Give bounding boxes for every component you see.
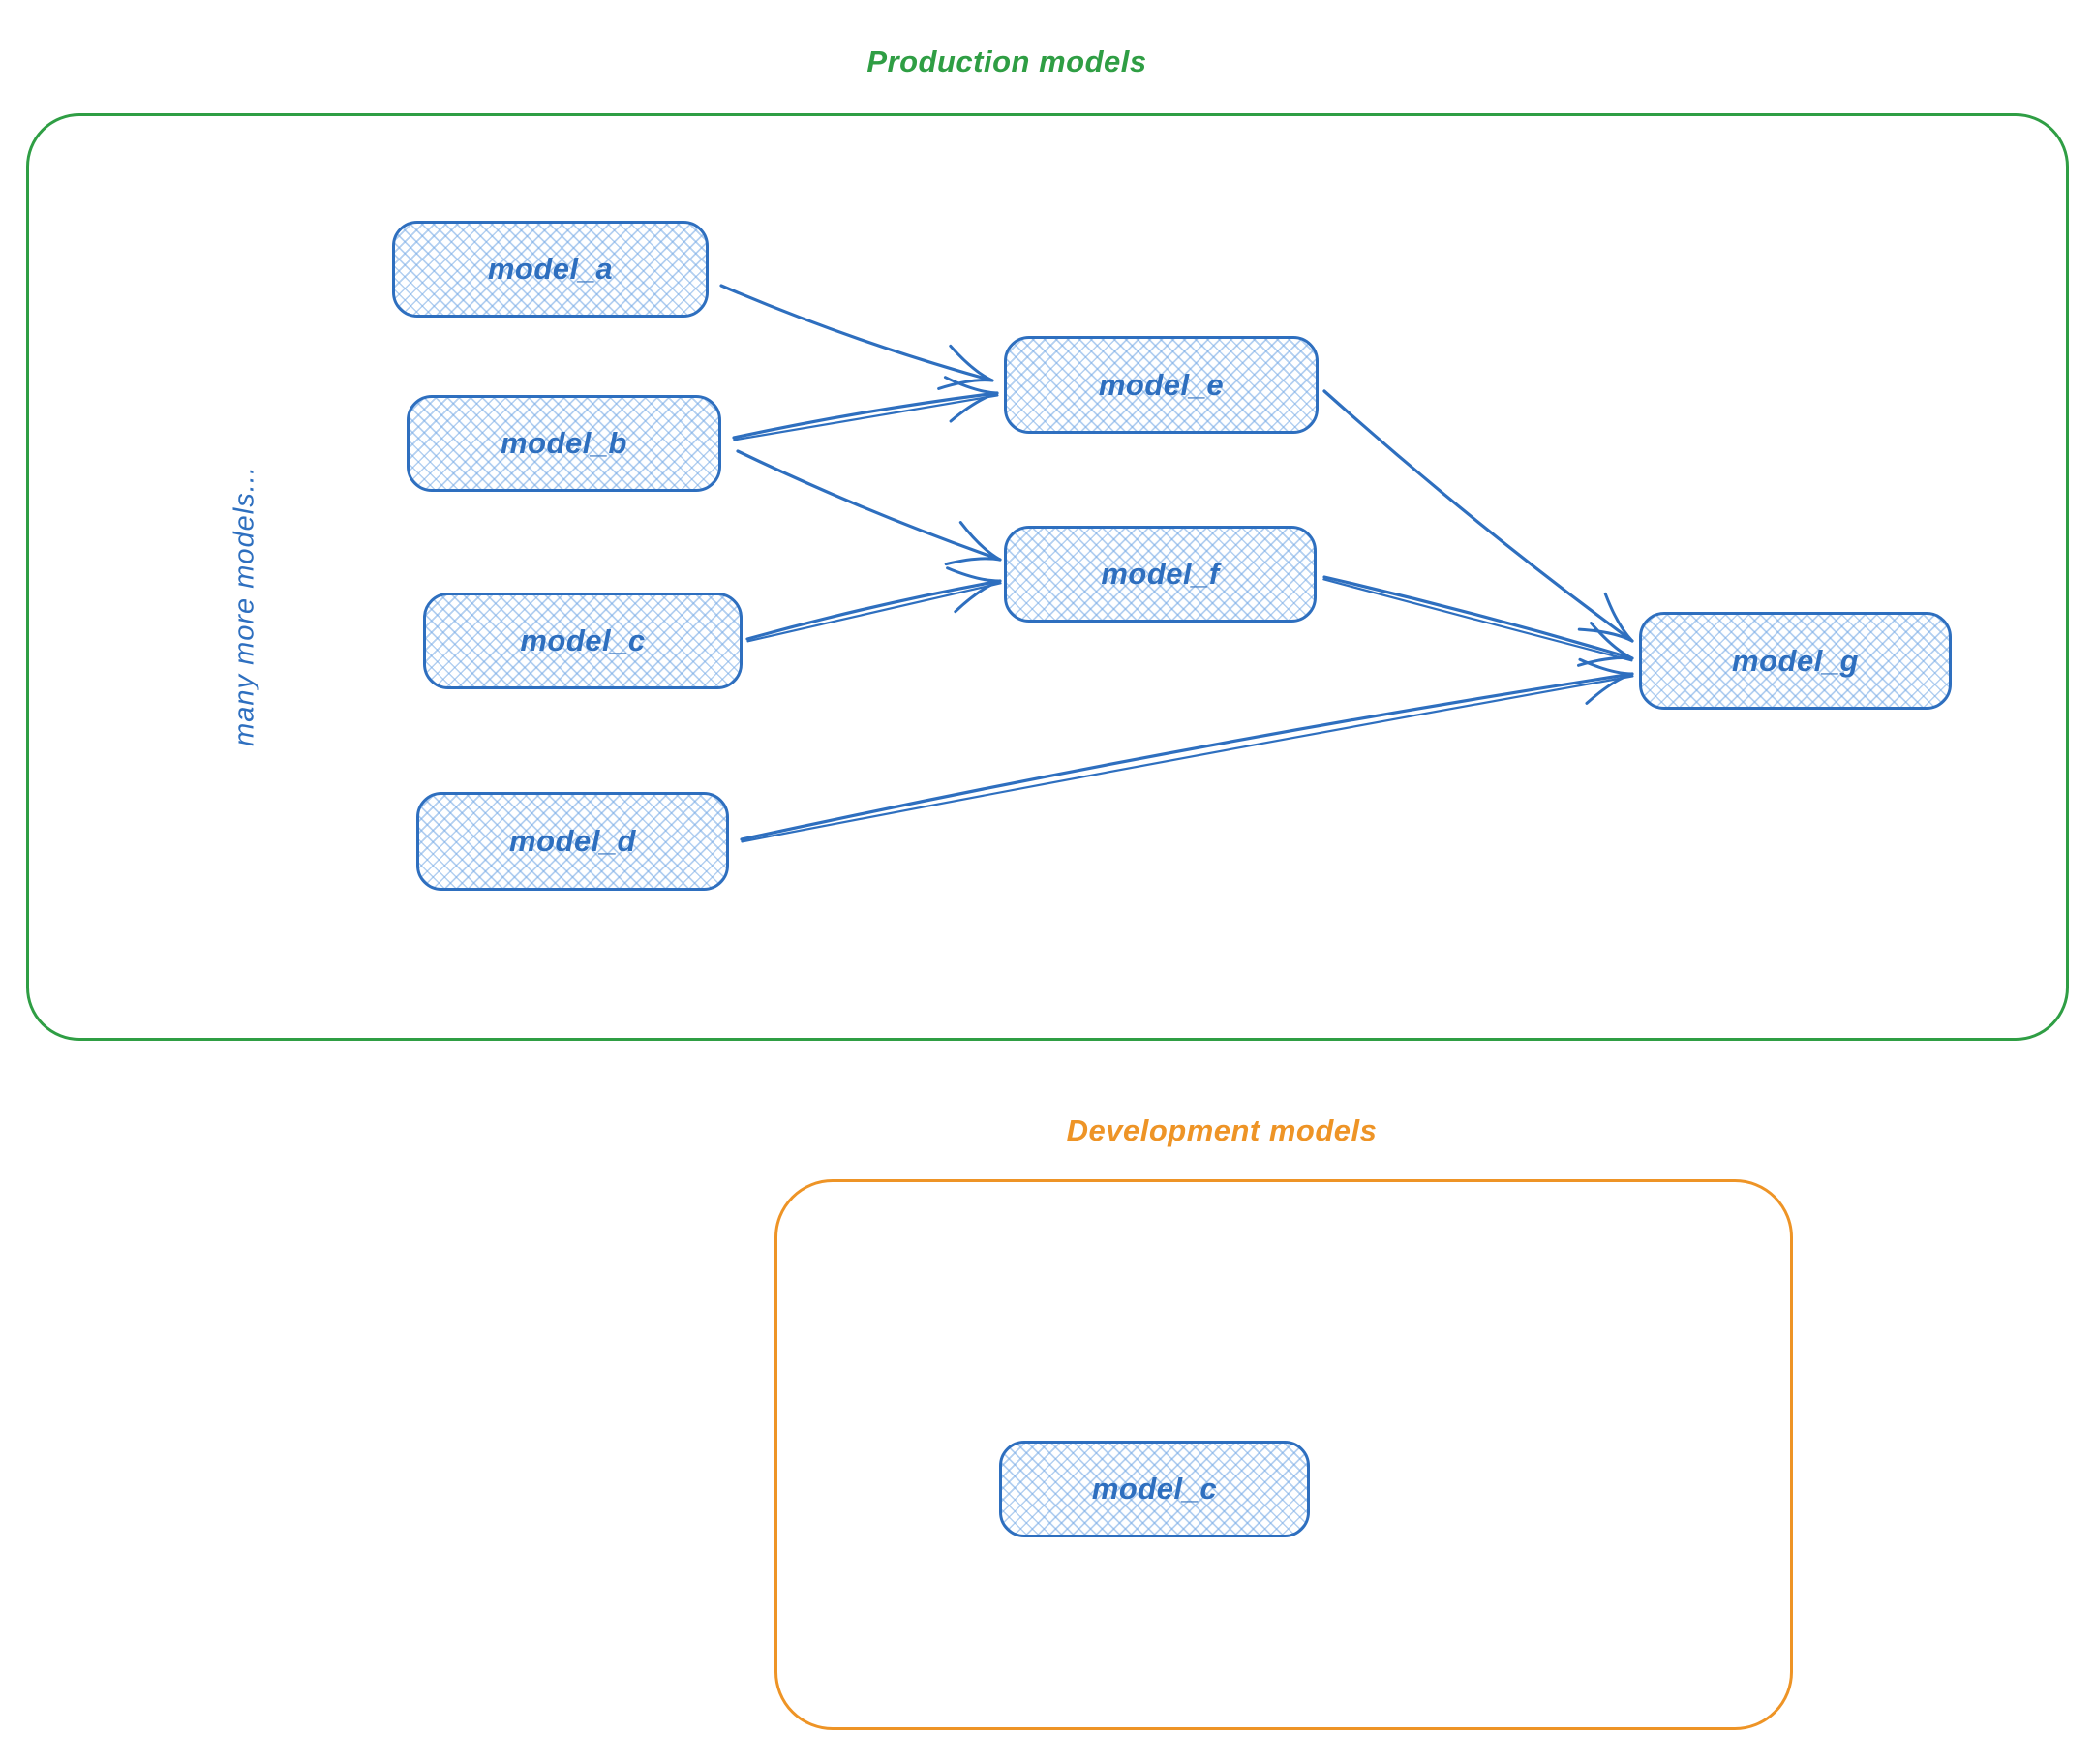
development-group-title: Development models [1066, 1113, 1378, 1147]
node-model-g[interactable]: model_g [1639, 612, 1952, 710]
node-model-f[interactable]: model_f [1004, 526, 1317, 623]
node-model-a[interactable]: model_a [392, 221, 709, 318]
node-model-f-label: model_f [1101, 557, 1220, 591]
node-model-e[interactable]: model_e [1004, 336, 1319, 434]
production-group-title: Production models [866, 45, 1147, 78]
node-model-e-label: model_e [1098, 367, 1225, 402]
node-model-c[interactable]: model_c [423, 593, 743, 689]
node-model-b[interactable]: model_b [407, 395, 721, 492]
node-model-d-label: model_d [509, 824, 636, 858]
production-group-frame [26, 113, 2069, 1041]
node-model-c-label: model_c [520, 623, 646, 657]
node-dev-model-c[interactable]: model_c [999, 1441, 1310, 1537]
node-model-g-label: model_g [1732, 643, 1859, 678]
node-dev-model-c-label: model_c [1091, 1472, 1218, 1505]
many-more-models-note: many more models... [228, 466, 260, 746]
node-model-a-label: model_a [487, 252, 614, 286]
node-model-d[interactable]: model_d [416, 792, 729, 891]
development-group-frame [774, 1179, 1793, 1730]
node-model-b-label: model_b [501, 426, 627, 460]
